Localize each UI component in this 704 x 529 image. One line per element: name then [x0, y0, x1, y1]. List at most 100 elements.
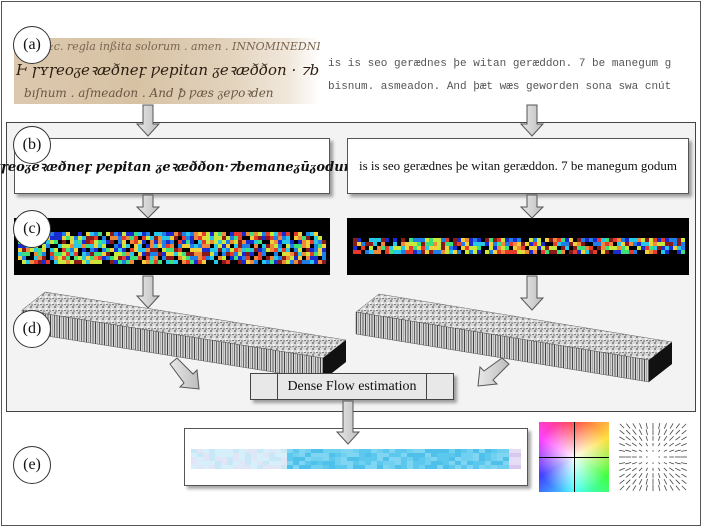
feature-cell — [114, 248, 118, 252]
flow-cell — [503, 449, 509, 453]
feature-cell — [134, 244, 138, 248]
flow-cell — [515, 465, 521, 469]
flow-cell — [479, 453, 485, 457]
flow-cell — [377, 453, 383, 457]
flow-cell — [221, 461, 227, 465]
feature-cell — [114, 232, 118, 236]
feature-cell — [509, 242, 513, 246]
feature-cell — [545, 250, 549, 254]
feature-cell — [130, 236, 134, 240]
vector-arrow — [638, 435, 643, 441]
feature-cell — [154, 232, 158, 236]
flow-cell — [455, 457, 461, 461]
step-c-label: (c) — [13, 210, 51, 248]
feature-cell — [122, 256, 126, 260]
flow-cell — [209, 465, 215, 469]
feature-cell — [198, 252, 202, 256]
vector-arrow — [639, 485, 643, 491]
feature-cell — [653, 238, 657, 242]
feature-cell — [246, 240, 250, 244]
vector-arrow — [669, 435, 675, 441]
flow-cell — [467, 457, 473, 461]
feature-cell — [665, 246, 669, 250]
step-a-label: (a) — [13, 26, 51, 64]
feature-cell — [222, 260, 226, 264]
flow-cell — [239, 465, 245, 469]
flow-cell — [281, 449, 287, 453]
feature-cell — [158, 252, 162, 256]
feature-cell — [441, 246, 445, 250]
flow-cell — [347, 449, 353, 453]
feature-cell — [294, 248, 298, 252]
feature-cell — [521, 246, 525, 250]
feature-cell — [306, 236, 310, 240]
transcription-line-2: bisnum. asmeadon. And þæt wæs geworden s… — [328, 81, 672, 93]
feature-cell — [561, 238, 565, 242]
feature-cell — [230, 232, 234, 236]
feature-cell — [298, 232, 302, 236]
feature-cell — [122, 244, 126, 248]
feature-cell — [130, 232, 134, 236]
feature-cell — [314, 236, 318, 240]
feature-cell — [318, 244, 322, 248]
feature-cell — [150, 252, 154, 256]
step-d-label: (d) — [13, 310, 51, 348]
vector-arrow — [631, 462, 637, 465]
flow-cell — [305, 457, 311, 461]
flow-cell — [425, 457, 431, 461]
feature-cell — [206, 252, 210, 256]
flow-cell — [389, 457, 395, 461]
feature-cell — [178, 256, 182, 260]
flow-cell — [257, 457, 263, 461]
feature-cell — [150, 248, 154, 252]
flow-cell — [203, 449, 209, 453]
feature-cell — [214, 248, 218, 252]
feature-cell — [417, 246, 421, 250]
feature-cell — [134, 236, 138, 240]
vector-arrow — [658, 435, 661, 441]
vector-arrow — [619, 473, 625, 478]
feature-cell — [310, 252, 314, 256]
feature-cell — [134, 248, 138, 252]
feature-cell — [218, 236, 222, 240]
flow-cell — [323, 449, 329, 453]
flow-cell — [287, 453, 293, 457]
feature-cell — [314, 232, 318, 236]
feature-cell — [353, 246, 357, 250]
feature-cell — [314, 256, 318, 260]
manuscript-line-3: bıſnum . aſmeadon . And ꝥ ƿæs ᵹeƿoꝛden — [24, 86, 274, 100]
feature-cell — [226, 260, 230, 264]
flow-cell — [281, 457, 287, 461]
feature-cell — [58, 232, 62, 236]
flow-cell — [383, 449, 389, 453]
flow-cell — [419, 457, 425, 461]
feature-cell — [477, 250, 481, 254]
feature-cell — [250, 232, 254, 236]
flow-cell — [239, 461, 245, 465]
feature-cell — [310, 256, 314, 260]
feature-cell — [158, 260, 162, 264]
feature-cell — [86, 232, 90, 236]
feature-cell — [270, 260, 274, 264]
feature-cell — [190, 232, 194, 236]
feature-cell — [489, 242, 493, 246]
flow-cell — [485, 465, 491, 469]
feature-cell — [661, 242, 665, 246]
feature-cell — [54, 256, 58, 260]
feature-cell — [465, 246, 469, 250]
feature-cell — [62, 252, 66, 256]
flow-cell — [251, 449, 257, 453]
vector-arrow — [669, 467, 675, 472]
feature-cell — [489, 250, 493, 254]
feature-cell — [445, 238, 449, 242]
feature-cell — [234, 256, 238, 260]
feature-cell — [433, 250, 437, 254]
feature-cell — [673, 242, 677, 246]
feature-cell — [401, 242, 405, 246]
feature-cell — [134, 240, 138, 244]
feature-cell — [126, 232, 130, 236]
flow-cell — [467, 461, 473, 465]
feature-cell — [617, 242, 621, 246]
feature-cell — [581, 238, 585, 242]
flow-cell — [227, 449, 233, 453]
